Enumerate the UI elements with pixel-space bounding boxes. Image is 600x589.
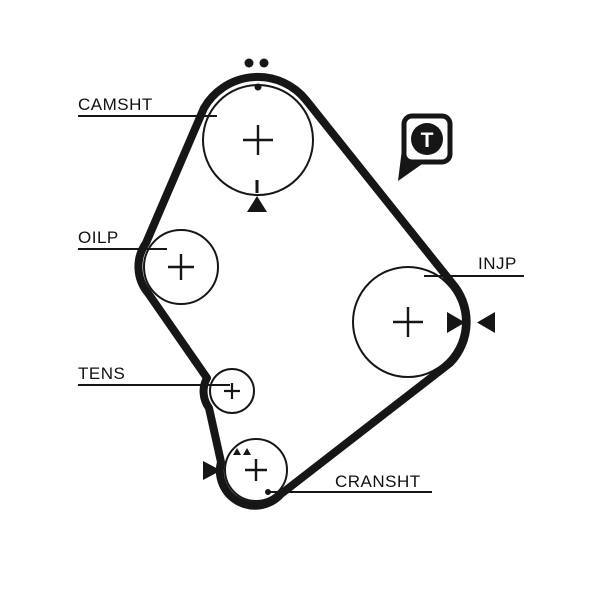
- camshaft-center-cross: [243, 125, 273, 155]
- label-camshaft: CAMSHT: [78, 95, 217, 117]
- camshaft-alignment-dots: [244, 58, 269, 91]
- label-crankshaft-leader-dot: [265, 489, 271, 495]
- alignment-dot-icon: [254, 83, 262, 91]
- label-tensioner-text: TENS: [78, 364, 125, 383]
- alignment-dot-icon: [244, 58, 254, 68]
- oil-pump-center-cross: [168, 254, 194, 280]
- tensioner-center-cross: [224, 383, 240, 399]
- label-tensioner: TENS: [78, 364, 230, 386]
- tensioner-pulley: [209, 368, 255, 414]
- label-oil-pump: OILP: [78, 228, 167, 250]
- label-crankshaft-text: CRANSHT: [335, 472, 421, 491]
- injection-pump-arrow-left-icon: [477, 312, 495, 333]
- tool-marker: T: [398, 113, 453, 181]
- crankshaft-mark-icon: [243, 448, 251, 455]
- tool-marker-letter: T: [421, 129, 434, 152]
- injection-pump-center-cross: [393, 307, 423, 337]
- label-injection-pump-text: INJP: [478, 254, 517, 273]
- crankshaft-pulley: [203, 438, 288, 502]
- label-camshaft-text: CAMSHT: [78, 95, 153, 114]
- crankshaft-mark-icon: [233, 448, 241, 455]
- label-crankshaft: CRANSHT: [265, 472, 432, 495]
- timing-belt: [134, 72, 471, 510]
- camshaft-timing-arrow-icon: [247, 196, 267, 212]
- camshaft-pulley: [202, 84, 314, 212]
- label-injection-pump: INJP: [424, 254, 524, 277]
- label-oil-pump-text: OILP: [78, 228, 119, 247]
- crankshaft-center-cross: [245, 459, 267, 481]
- tool-marker-circle: [411, 123, 443, 155]
- oil-pump-pulley: [143, 229, 219, 305]
- alignment-dot-icon: [259, 58, 269, 68]
- crankshaft-arrow-icon: [203, 461, 221, 480]
- injection-pump-arrow-right-icon: [447, 312, 465, 333]
- injection-pump-pulley: [352, 266, 495, 378]
